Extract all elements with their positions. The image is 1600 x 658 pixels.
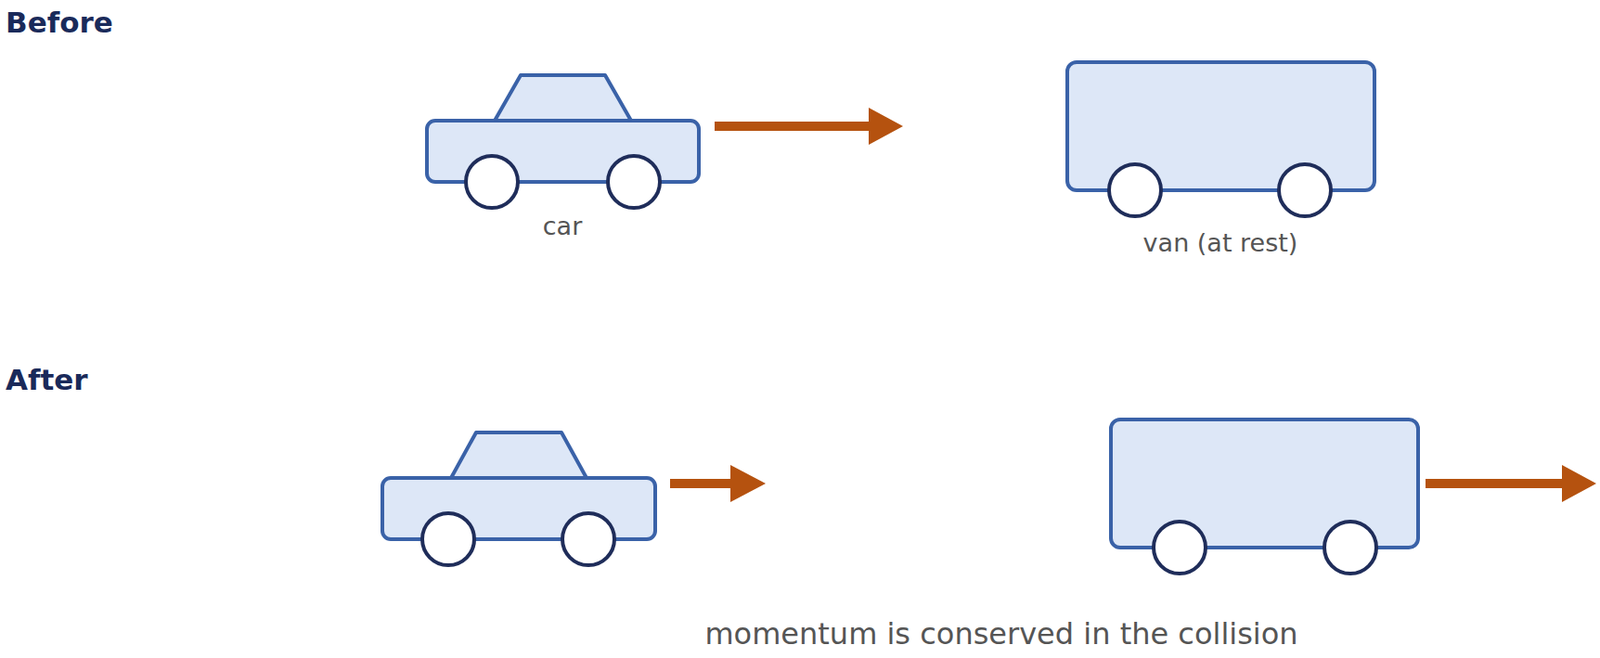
wheel	[1278, 164, 1331, 217]
arrow-head	[730, 464, 766, 503]
arrow-head	[868, 107, 904, 145]
velocity-arrow	[1425, 478, 1565, 489]
wheel	[1324, 521, 1377, 574]
wheel	[607, 155, 660, 208]
car-roof	[451, 432, 587, 478]
car-roof	[494, 75, 632, 121]
vehicle-label: car	[542, 211, 583, 241]
velocity-arrow	[714, 121, 873, 131]
van-body	[1110, 419, 1419, 548]
van-body	[1067, 62, 1375, 191]
section-heading: Before	[5, 5, 114, 39]
wheel	[1153, 521, 1206, 574]
wheel	[562, 513, 615, 566]
velocity-arrow	[670, 478, 734, 489]
wheel	[1109, 164, 1162, 217]
arrow-head	[1561, 464, 1597, 503]
wheel	[422, 513, 475, 566]
caption: momentum is conserved in the collision	[704, 616, 1298, 652]
wheel	[465, 155, 518, 208]
section-heading: After	[5, 362, 89, 397]
vehicle-label: van (at rest)	[1143, 228, 1299, 258]
